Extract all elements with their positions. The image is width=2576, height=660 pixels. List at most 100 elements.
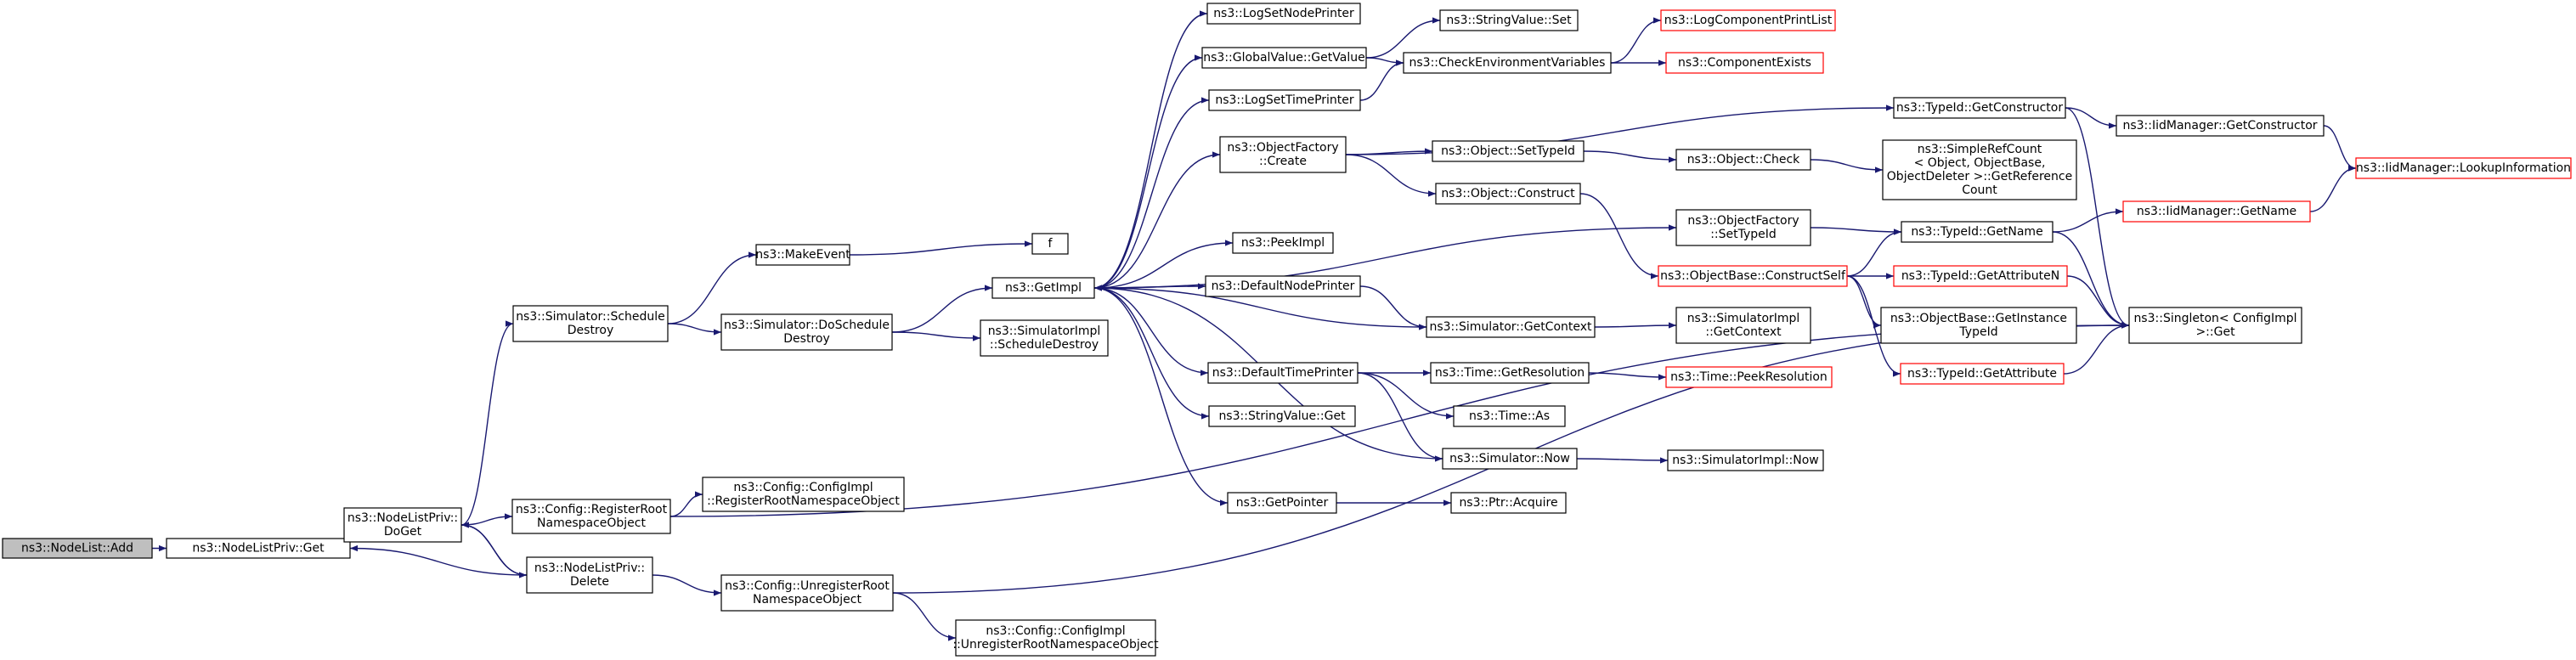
node-ptr-acquire[interactable]: ns3::Ptr::Acquire <box>1450 492 1567 514</box>
node-objectfactory-settypeid[interactable]: ns3::ObjectFactory::SetTypeId <box>1675 209 1811 246</box>
node-box <box>2122 200 2311 223</box>
edge-objectbase_constructself-to-typeid_getattribute <box>1846 275 1901 377</box>
node-box <box>1893 97 2066 119</box>
node-nlp-delete[interactable]: ns3::NodeListPriv::Delete <box>526 556 653 594</box>
node-time-peekresolution[interactable]: ns3::Time::PeekResolution <box>1665 366 1833 388</box>
node-box <box>1207 362 1359 384</box>
edge-get_impl-to-default_time_printer <box>1093 287 1209 376</box>
node-sim-getcontext[interactable]: ns3::Simulator::GetContext <box>1426 316 1596 338</box>
node-box <box>166 538 351 559</box>
node-peek-impl[interactable]: ns3::PeekImpl <box>1232 232 1334 254</box>
node-nlp-doget[interactable]: ns3::NodeListPriv::DoGet <box>343 507 462 543</box>
node-object-construct[interactable]: ns3::Object::Construct <box>1435 183 1581 205</box>
node-box <box>1658 265 1848 287</box>
node-component-exists[interactable]: ns3::ComponentExists <box>1665 52 1824 74</box>
node-stringvalue-set[interactable]: ns3::StringValue::Set <box>1439 9 1579 31</box>
node-typeid-getattributen[interactable]: ns3::TypeId::GetAttributeN <box>1893 265 2068 287</box>
node-nlp-get[interactable]: ns3::NodeListPriv::Get <box>166 538 351 559</box>
call-edges <box>152 10 2357 641</box>
node-typeid-getattribute[interactable]: ns3::TypeId::GetAttribute <box>1900 363 2065 385</box>
node-sim-now[interactable]: ns3::Simulator::Now <box>1442 448 1578 470</box>
node-label: ns3::GlobalValue::GetValue <box>1203 51 1364 65</box>
node-label: ::GetContext <box>1705 325 1782 339</box>
node-log-set-time-printer[interactable]: ns3::LogSetTimePrinter <box>1208 89 1361 111</box>
node-simimpl-getcontext[interactable]: ns3::SimulatorImpl::GetContext <box>1675 307 1811 344</box>
node-sim-schedule-destroy[interactable]: ns3::Simulator::ScheduleDestroy <box>512 305 669 342</box>
edge-time_getresolution-to-time_peekresolution <box>1588 372 1667 381</box>
edge-iidmanager_getname-to-iidmanager_lookupinformation <box>2309 165 2357 212</box>
node-check-env-vars[interactable]: ns3::CheckEnvironmentVariables <box>1403 52 1612 74</box>
node-config-unregister-root[interactable]: ns3::Config::UnregisterRootNamespaceObje… <box>720 574 894 612</box>
edge-object_settypeid-to-object_check <box>1583 150 1677 163</box>
node-box <box>1450 492 1567 514</box>
node-object-settypeid[interactable]: ns3::Object::SetTypeId <box>1432 140 1585 162</box>
node-log-set-node-printer[interactable]: ns3::LogSetNodePrinter <box>1206 3 1361 25</box>
edge-objectfactory_create-to-typeid_getconstructor <box>1345 104 1895 155</box>
node-box <box>1430 362 1590 384</box>
node-box <box>1667 449 1824 471</box>
node-box <box>1901 221 2053 243</box>
node-box <box>1882 139 2077 200</box>
node-config-register-root[interactable]: ns3::Config::RegisterRootNamespaceObject <box>511 499 671 534</box>
node-label: ns3::ObjectFactory <box>1687 214 1799 228</box>
node-box <box>1453 405 1566 427</box>
node-label: ns3::Singleton< ConfigImpl <box>2133 312 2296 325</box>
node-label: ns3::NodeListPriv:: <box>534 561 645 575</box>
node-label: ns3::TypeId::GetAttribute <box>1907 367 2057 381</box>
node-label: Destroy <box>783 332 829 346</box>
node-iidmanager-lookupinformation[interactable]: ns3::IidManager::LookupInformation <box>2355 157 2572 179</box>
node-get-pointer[interactable]: ns3::GetPointer <box>1227 492 1337 514</box>
node-simimpl-schedule-destroy[interactable]: ns3::SimulatorImpl::ScheduleDestroy <box>980 319 1109 357</box>
node-typeid-getname[interactable]: ns3::TypeId::GetName <box>1901 221 2053 243</box>
node-default-node-printer[interactable]: ns3::DefaultNodePrinter <box>1205 275 1361 297</box>
node-iidmanager-getname[interactable]: ns3::IidManager::GetName <box>2122 200 2311 223</box>
node-typeid-getconstructor[interactable]: ns3::TypeId::GetConstructor <box>1893 97 2066 119</box>
node-time-as[interactable]: ns3::Time::As <box>1453 405 1566 427</box>
edge-sim_getcontext-to-simimpl_getcontext <box>1594 322 1677 329</box>
node-box <box>991 277 1095 299</box>
node-box <box>2355 157 2572 179</box>
node-make-event[interactable]: ns3::MakeEvent <box>755 244 850 266</box>
node-default-time-printer[interactable]: ns3::DefaultTimePrinter <box>1207 362 1359 384</box>
node-configimpl-register-root[interactable]: ns3::Config::ConfigImpl::RegisterRootNam… <box>702 477 905 512</box>
node-label: ns3::NodeList::Add <box>21 542 133 556</box>
node-time-getresolution[interactable]: ns3::Time::GetResolution <box>1430 362 1590 384</box>
node-label: ns3::NodeListPriv::Get <box>192 542 325 556</box>
node-simimpl-now[interactable]: ns3::SimulatorImpl::Now <box>1667 449 1824 471</box>
edge-objectfactory_create-to-object_construct <box>1345 154 1437 197</box>
edge-get_impl-to-globalvalue_getvalue <box>1093 54 1203 289</box>
node-label: ns3::StringValue::Set <box>1446 14 1572 27</box>
node-box <box>1232 232 1334 254</box>
node-box <box>720 313 893 351</box>
node-f[interactable]: f <box>1031 233 1069 255</box>
node-label: ns3::StringValue::Get <box>1218 409 1346 423</box>
node-configimpl-unregister-root[interactable]: ns3::Config::ConfigImpl::UnregisterRootN… <box>952 619 1159 657</box>
node-object-check[interactable]: ns3::Object::Check <box>1675 149 1811 171</box>
node-label: ns3::TypeId::GetConstructor <box>1896 101 2063 115</box>
node-objectbase-constructself[interactable]: ns3::ObjectBase::ConstructSelf <box>1658 265 1848 287</box>
edge-get_impl-to-peek_impl <box>1093 240 1234 289</box>
node-simplerefcount[interactable]: ns3::SimpleRefCount< Object, ObjectBase,… <box>1882 139 2077 200</box>
node-log-component-print-list[interactable]: ns3::LogComponentPrintList <box>1660 9 1836 31</box>
node-stringvalue-get[interactable]: ns3::StringValue::Get <box>1208 405 1356 427</box>
edge-config_register_root-to-singleton_get <box>669 322 2130 517</box>
node-label: >::Get <box>2195 325 2235 339</box>
node-nodelist-add[interactable]: ns3::NodeList::Add <box>2 538 153 559</box>
edge-typeid_getattributen-to-singleton_get <box>2066 275 2130 329</box>
node-box <box>1660 9 1836 31</box>
node-label: ns3::IidManager::LookupInformation <box>2356 161 2571 175</box>
node-iidmanager-getconstructor[interactable]: ns3::IidManager::GetConstructor <box>2116 115 2325 137</box>
node-get-impl[interactable]: ns3::GetImpl <box>991 277 1095 299</box>
node-label: ::RegisterRootNamespaceObject <box>707 494 900 508</box>
node-box <box>1675 209 1811 246</box>
node-singleton-get[interactable]: ns3::Singleton< ConfigImpl >::Get <box>2128 307 2302 344</box>
node-globalvalue-getvalue[interactable]: ns3::GlobalValue::GetValue <box>1201 47 1367 69</box>
node-label: ns3::Simulator::Schedule <box>516 310 665 324</box>
node-label: ns3::DefaultNodePrinter <box>1212 279 1355 293</box>
node-objectfactory-create[interactable]: ns3::ObjectFactory::Create <box>1219 136 1347 173</box>
node-label: ns3::Simulator::Now <box>1449 452 1570 465</box>
node-box <box>1432 140 1585 162</box>
